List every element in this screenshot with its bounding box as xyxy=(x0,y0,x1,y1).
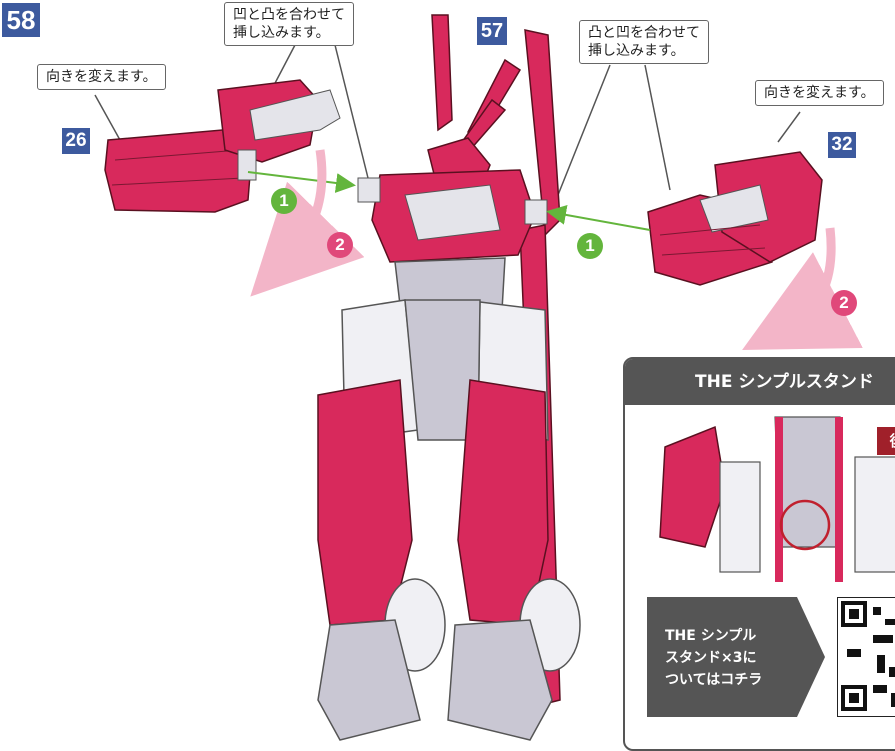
stand-closeup-illustration xyxy=(659,416,895,582)
qr-code[interactable] xyxy=(837,597,895,717)
highlight-circle xyxy=(779,499,831,551)
callout-rotate-left: 向きを変えます。 xyxy=(37,64,166,90)
rotate-step-badge-right: 2 xyxy=(831,290,857,316)
insert-step-badge-right: 1 xyxy=(577,233,603,259)
right-arm-part xyxy=(647,151,823,286)
callout-rotate-right: 向きを変えます。 xyxy=(755,80,884,106)
stand-back-badge: 後 xyxy=(877,427,895,455)
step-number-58: 58 xyxy=(2,3,40,37)
step-number-32: 32 xyxy=(828,132,856,158)
rotate-step-badge-left: 2 xyxy=(327,232,353,258)
stand-panel-title: THE シンプルスタンド xyxy=(625,359,895,405)
left-arm-part xyxy=(104,79,341,213)
rotate-arrows xyxy=(250,149,863,350)
stand-info-panel: THE シンプルスタンド 後 THE シンプル スタンド×3に ついてはコチラ xyxy=(623,357,895,751)
stand-link-label: THE シンプル スタンド×3に ついてはコチラ xyxy=(665,628,763,688)
step-number-57: 57 xyxy=(477,17,507,45)
robot-body xyxy=(317,14,581,741)
callout-insert-right: 凸と凹を合わせて 挿し込みます。 xyxy=(579,20,709,64)
callout-insert-left: 凹と凸を合わせて 挿し込みます。 xyxy=(224,2,354,46)
insert-step-badge-left: 1 xyxy=(271,188,297,214)
step-number-26: 26 xyxy=(62,128,90,154)
stand-link-button[interactable]: THE シンプル スタンド×3に ついてはコチラ xyxy=(647,597,825,717)
